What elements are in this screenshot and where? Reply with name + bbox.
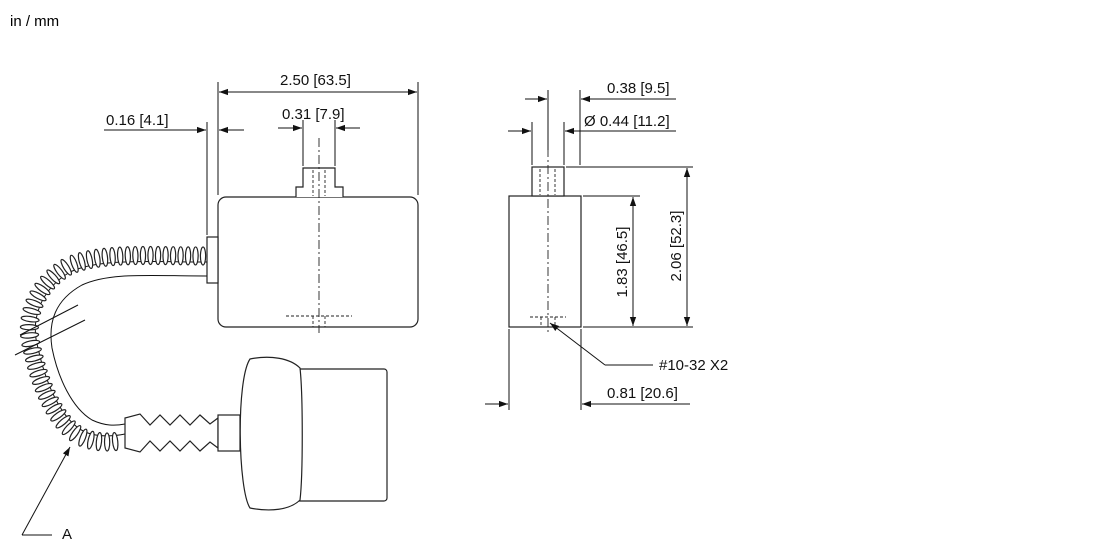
coiled-cable <box>14 245 241 453</box>
coil-ring <box>111 432 119 452</box>
cable-gland <box>206 236 219 284</box>
coil-ring <box>34 282 51 296</box>
coil-ring <box>24 354 44 363</box>
connector <box>239 356 388 511</box>
coil-ring <box>139 245 147 266</box>
cable-strain-relief <box>124 413 219 453</box>
coil-ring <box>132 245 139 266</box>
coil-ring <box>78 428 88 447</box>
coil-ring <box>41 396 59 408</box>
coil-ring <box>199 246 207 266</box>
side-view <box>508 148 582 335</box>
units-label: in / mm <box>10 13 60 30</box>
connector-nut <box>239 356 303 511</box>
side-view-dimensions: 0.38 [9.5] Ø 0.44 [11.2] 1.83 [46.5] 2.0… <box>485 80 728 410</box>
break-line-1 <box>14 319 86 356</box>
coil-ring <box>69 254 79 273</box>
callout-a-label: A <box>62 526 72 543</box>
coil-ring <box>93 248 101 268</box>
front-view-stud <box>295 167 344 197</box>
coil-ring <box>162 245 169 266</box>
coil-ring <box>184 246 192 266</box>
coil-ring <box>25 298 44 308</box>
coil-ring <box>40 275 56 290</box>
dim-depth: 0.81 [20.6] <box>607 385 678 402</box>
dim-overall-length: 2.50 [63.5] <box>280 72 351 89</box>
coil-ring <box>37 389 56 400</box>
side-view-body <box>508 195 582 328</box>
dim-overall-height: 2.06 [52.3] <box>668 211 685 282</box>
cable-coil-rings <box>19 245 207 452</box>
connector-body <box>291 368 388 502</box>
coil-ring <box>95 432 103 452</box>
front-view <box>206 138 419 333</box>
coil-ring <box>169 246 177 266</box>
coil-ring <box>103 432 111 452</box>
coil-ring <box>101 247 109 267</box>
coil-ring <box>147 245 154 266</box>
coil-ring <box>192 246 199 266</box>
dim-stud-width: 0.31 [7.9] <box>282 106 345 123</box>
front-view-body <box>217 196 419 328</box>
coil-ring <box>23 347 42 355</box>
coil-ring <box>124 246 132 266</box>
coil-ring <box>154 245 162 266</box>
coil-ring <box>45 402 63 415</box>
coil-ring <box>177 246 184 266</box>
coil-ring <box>50 409 67 422</box>
coil-ring <box>77 252 86 271</box>
coil-ring <box>55 415 71 429</box>
connector-ferrule <box>217 414 241 452</box>
callout-a: A <box>21 446 72 543</box>
dim-stub-offset: 0.16 [4.1] <box>106 112 169 129</box>
coil-ring <box>31 375 51 385</box>
coil-ring <box>53 263 66 280</box>
coil-ring <box>46 269 61 285</box>
coil-ring <box>29 290 47 302</box>
coil-ring <box>20 332 40 339</box>
coil-ring <box>86 430 95 450</box>
dim-body-height: 1.83 [46.5] <box>614 227 631 298</box>
coil-ring <box>22 307 42 316</box>
break-line-2 <box>19 304 79 336</box>
coil-ring <box>60 258 73 276</box>
coil-ring <box>34 382 53 393</box>
coil-ring <box>20 315 40 323</box>
dim-diameter: Ø 0.44 [11.2] <box>584 113 670 130</box>
coil-ring <box>109 247 116 267</box>
coil-ring <box>85 250 94 270</box>
coil-ring <box>29 368 48 378</box>
coil-ring <box>61 420 76 436</box>
front-view-dimensions: 2.50 [63.5] 0.16 [4.1] 0.31 [7.9] <box>104 72 419 235</box>
coil-ring <box>21 339 41 348</box>
dim-thread: #10-32 X2 <box>659 357 728 374</box>
dim-stud-width-side: 0.38 [9.5] <box>607 80 670 97</box>
coil-ring <box>116 246 124 266</box>
coil-ring <box>68 424 82 442</box>
coil-ring <box>27 361 46 370</box>
